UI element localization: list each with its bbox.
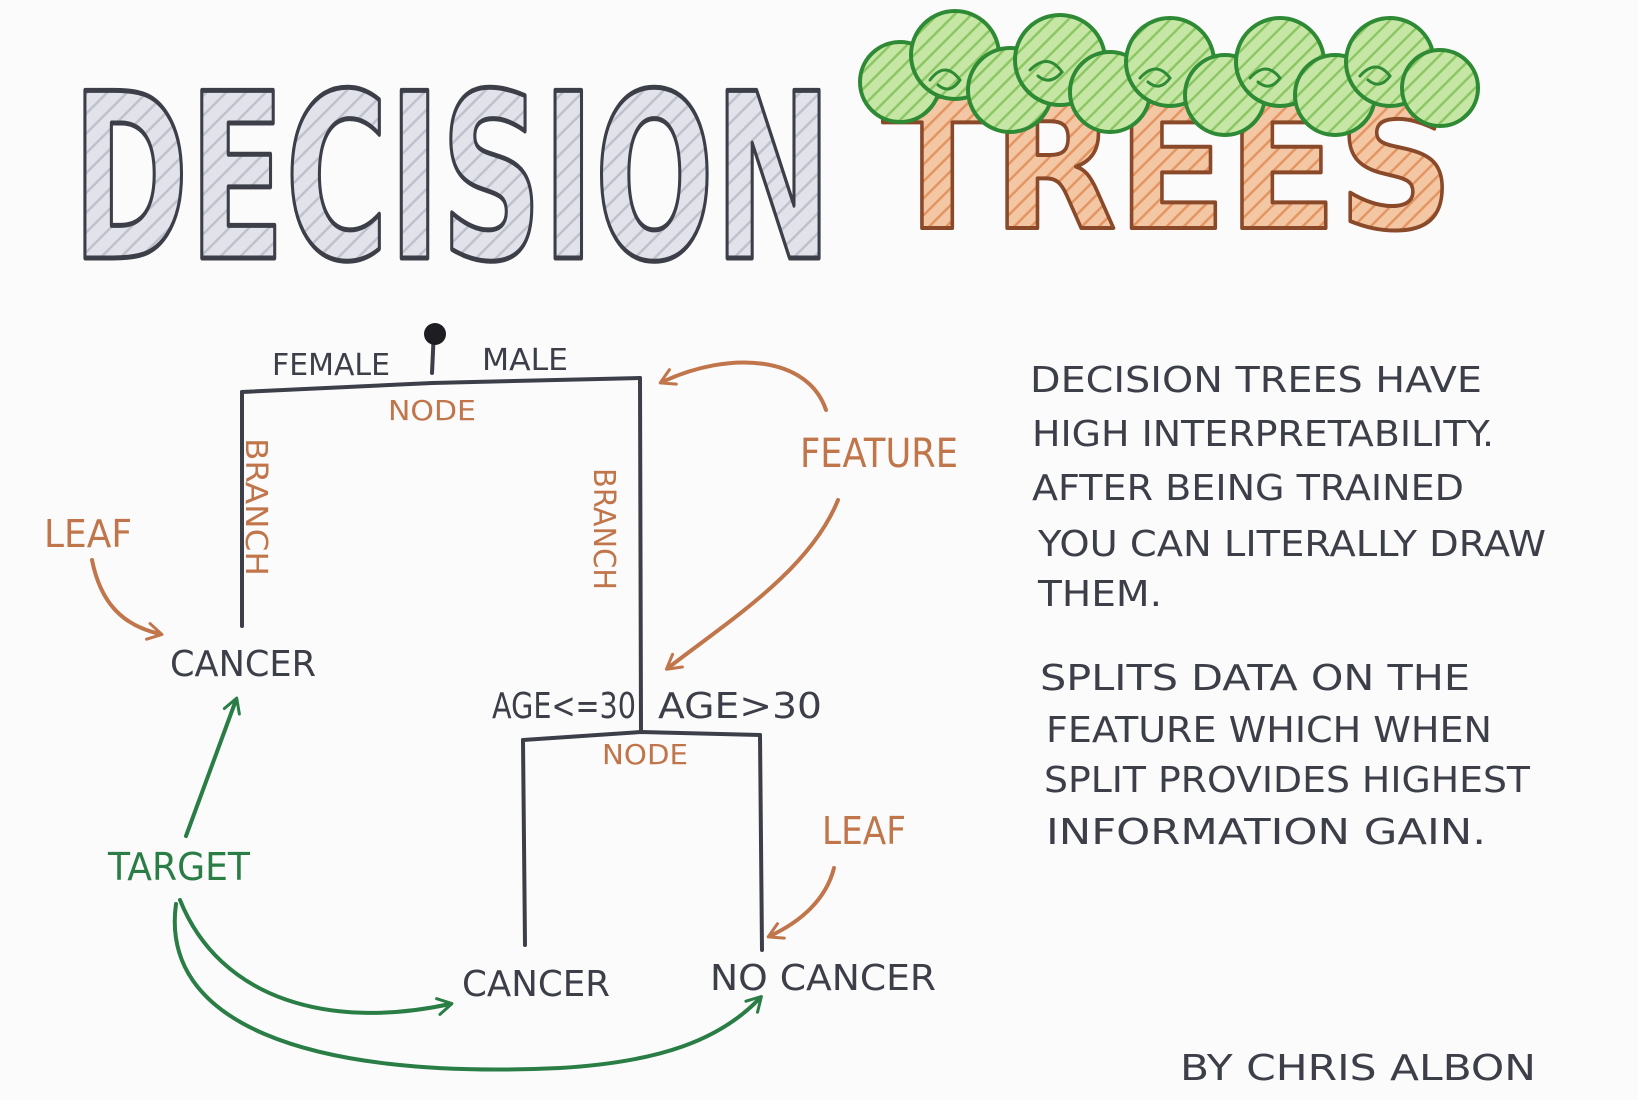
root-node-label: NODE	[388, 394, 476, 427]
title-word-decision: DECISION	[72, 46, 832, 313]
feature-to-node2-arrow	[664, 498, 840, 671]
decision-tree	[240, 323, 764, 952]
title-trees-group: TREES	[858, 9, 1480, 273]
para2-line-1: SPLITS DATA ON THE	[1040, 658, 1470, 699]
feature-to-root-arrow	[658, 360, 828, 412]
byline: BY CHRIS ALBON	[1180, 1048, 1536, 1089]
description-para1: DECISION TREES HAVE HIGH INTERPRETABILIT…	[1030, 360, 1546, 615]
description-para2: SPLITS DATA ON THE FEATURE WHICH WHEN SP…	[1040, 658, 1531, 853]
root-node-bar	[240, 376, 642, 394]
split2-right-label: AGE>30	[658, 686, 822, 727]
node2-label: NODE	[602, 738, 688, 771]
tree-orange-labels: NODE NODE BRANCH BRANCH	[238, 394, 688, 771]
leaf-annotation-top: LEAF	[44, 512, 132, 556]
root-right-label: MALE	[482, 343, 568, 378]
left-leaf-label: CANCER	[170, 644, 316, 685]
tree-canopy-swirls	[928, 60, 1392, 91]
para1-line-3: AFTER BEING TRAINED	[1032, 468, 1464, 509]
right-branch-line	[638, 376, 643, 734]
leaf2-left-label: CANCER	[462, 964, 610, 1005]
second-node-bar	[521, 730, 762, 742]
right-branch-label: BRANCH	[586, 468, 621, 590]
orange-arrows	[90, 360, 840, 940]
para1-line-2: HIGH INTERPRETABILITY.	[1032, 414, 1494, 455]
tree-labels: FEMALE MALE CANCER AGE<=30 AGE>30 CANCER…	[170, 343, 936, 1005]
leaf-top-arrow	[90, 558, 164, 641]
leaf2-right-label: NO CANCER	[710, 958, 936, 999]
root-dot	[424, 323, 446, 345]
split2-left-label: AGE<=30	[492, 686, 636, 727]
para2-line-3: SPLIT PROVIDES HIGHEST	[1044, 760, 1531, 801]
para2-line-4: INFORMATION GAIN.	[1046, 812, 1486, 853]
annotation-labels: FEATURE LEAF LEAF TARGET	[44, 431, 958, 889]
target-to-no-cancer-arrow	[172, 902, 763, 1072]
green-arrows	[172, 696, 763, 1072]
title: DECISION TREES	[70, 9, 1480, 316]
para1-line-4: YOU CAN LITERALLY DRAW	[1037, 524, 1546, 565]
leaf-annotation-bottom: LEAF	[822, 809, 906, 853]
para2-line-2: FEATURE WHICH WHEN	[1046, 710, 1492, 751]
left-branch-label: BRANCH	[238, 438, 273, 576]
root-left-label: FEMALE	[272, 348, 390, 383]
second-left-branch	[521, 738, 527, 947]
leaf-bottom-arrow	[766, 866, 836, 940]
target-annotation: TARGET	[107, 845, 251, 889]
target-to-leaf2-cancer-arrow	[178, 898, 454, 1016]
para1-line-1: DECISION TREES HAVE	[1030, 360, 1482, 401]
description: DECISION TREES HAVE HIGH INTERPRETABILIT…	[1030, 360, 1546, 853]
second-right-branch	[758, 733, 764, 952]
para1-line-5: THEM.	[1037, 574, 1162, 615]
target-to-cancer-arrow	[184, 696, 241, 838]
feature-annotation: FEATURE	[800, 431, 958, 477]
